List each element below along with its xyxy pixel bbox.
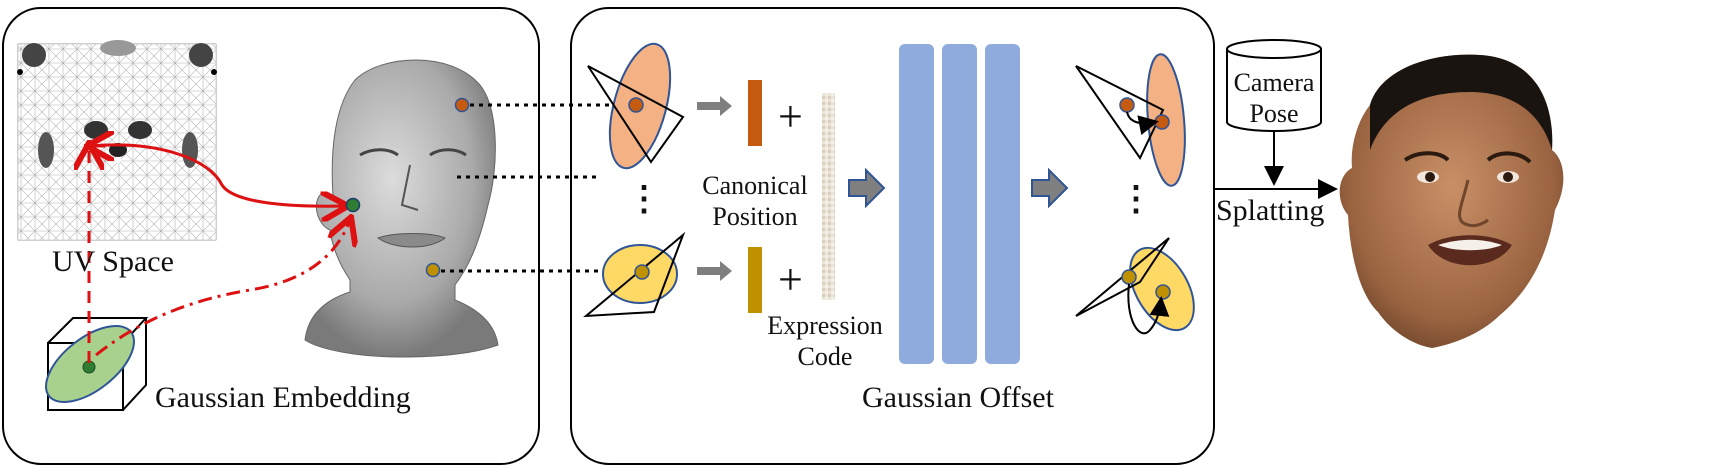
deformed-gaussian-yellow: [1075, 237, 1195, 335]
canonical-gaussian-orange: [587, 42, 685, 170]
uv-texture-icon: [17, 40, 217, 241]
embedding-panel: [2, 7, 540, 465]
camera-line-2: Pose: [1249, 99, 1299, 128]
plus-sign-bottom: +: [778, 255, 803, 304]
expression-line-2: Code: [797, 342, 853, 371]
canonical-gaussian-yellow: [583, 231, 686, 318]
position-vector-yellow: [748, 247, 762, 313]
expression-line-1: Expression: [767, 311, 883, 340]
deformed-gaussian-orange: [1075, 53, 1186, 187]
expression-code-label: Expression Code: [760, 310, 890, 372]
expression-code-vector-top: [822, 93, 835, 198]
arrow-blue-in: [848, 167, 886, 209]
uv-to-mesh-arrow: [89, 143, 345, 206]
ellipsis-right: ⋮: [1119, 181, 1153, 218]
camera-line-1: Camera: [1233, 68, 1315, 97]
mlp-layer-1: [899, 44, 934, 364]
arrow-blue-out: [1031, 167, 1069, 209]
plus-sign-top: +: [778, 92, 803, 141]
arrow-gray-bottom: [697, 261, 732, 281]
expression-code-vector-bottom: [822, 198, 835, 300]
gaussian-embedding-label: Gaussian Embedding: [155, 381, 411, 414]
mesh-point-yellow: [425, 262, 441, 278]
canonical-position-label: Canonical Position: [690, 170, 820, 232]
ellipsis-left: ⋮: [627, 181, 661, 218]
camera-pose-label: Camera Pose: [1227, 67, 1321, 129]
splatting-label: Splatting: [1216, 194, 1325, 227]
mesh-point-orange: [454, 97, 470, 113]
mesh-point-green: [345, 197, 361, 213]
gaussian-embedding-cube: [45, 317, 149, 411]
mlp-layer-2: [942, 44, 977, 364]
mlp-layer-3: [985, 44, 1020, 364]
face-photo-icon: [1339, 54, 1564, 349]
offset-panel: [570, 7, 1215, 465]
arrow-gray-top: [697, 96, 732, 116]
position-vector-orange: [748, 80, 762, 146]
canonical-line-2: Position: [712, 202, 798, 231]
canonical-line-1: Canonical: [702, 171, 808, 200]
gaussian-offset-label: Gaussian Offset: [862, 381, 1054, 414]
uv-space-label: UV Space: [52, 245, 174, 278]
